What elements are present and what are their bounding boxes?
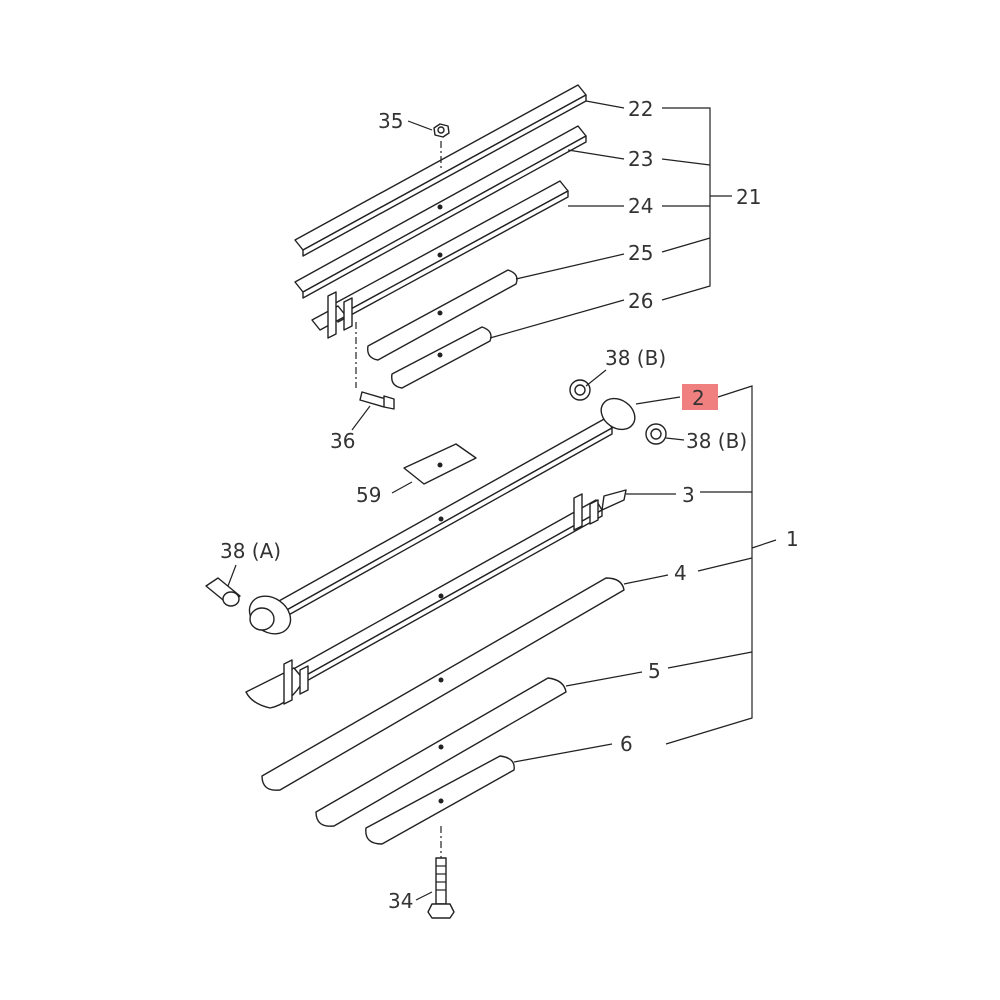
label-24: 24: [628, 194, 653, 218]
nut-35: [433, 123, 450, 170]
label-21: 21: [736, 185, 761, 209]
label-5: 5: [648, 659, 661, 683]
main-leaf-4: [261, 577, 625, 791]
label-36: 36: [330, 429, 355, 453]
label-38b-top: 38 (B): [605, 346, 666, 370]
label-35: 35: [378, 109, 403, 133]
label-1: 1: [786, 527, 799, 551]
highlight-part-2: [682, 384, 718, 410]
label-2: 2: [692, 386, 705, 410]
label-38b-right: 38 (B): [686, 429, 747, 453]
main-leaf-6: [365, 755, 515, 845]
main-leaf-3: [245, 489, 627, 709]
main-leaf-5: [315, 677, 567, 827]
helper-leaf-26: [391, 326, 492, 389]
leader-lines: [227, 100, 777, 901]
bushing-38a: [205, 577, 241, 607]
helper-leaf-23: [294, 125, 587, 299]
main-leaf-2: [248, 397, 636, 635]
callout-labels: 35 22 23 24 21 25 26 38 (B) 2 36 38 (B) …: [220, 97, 799, 913]
center-bolt-34: [427, 826, 455, 919]
label-59: 59: [356, 483, 381, 507]
label-38a: 38 (A): [220, 539, 281, 563]
label-6: 6: [620, 732, 633, 756]
label-25: 25: [628, 241, 653, 265]
bushing-38b-right: [645, 423, 667, 445]
bushing-38b-top: [569, 379, 591, 401]
label-26: 26: [628, 289, 653, 313]
label-22: 22: [628, 97, 653, 121]
label-23: 23: [628, 147, 653, 171]
helper-leaf-25: [367, 269, 518, 361]
helper-leaf-22: [294, 84, 587, 257]
spacer-59: [403, 443, 477, 485]
helper-clip: [311, 291, 353, 339]
helper-leaf-24: [329, 180, 569, 323]
label-4: 4: [674, 561, 687, 585]
label-3: 3: [682, 483, 695, 507]
bolt-36: [355, 322, 395, 410]
label-34: 34: [388, 889, 413, 913]
